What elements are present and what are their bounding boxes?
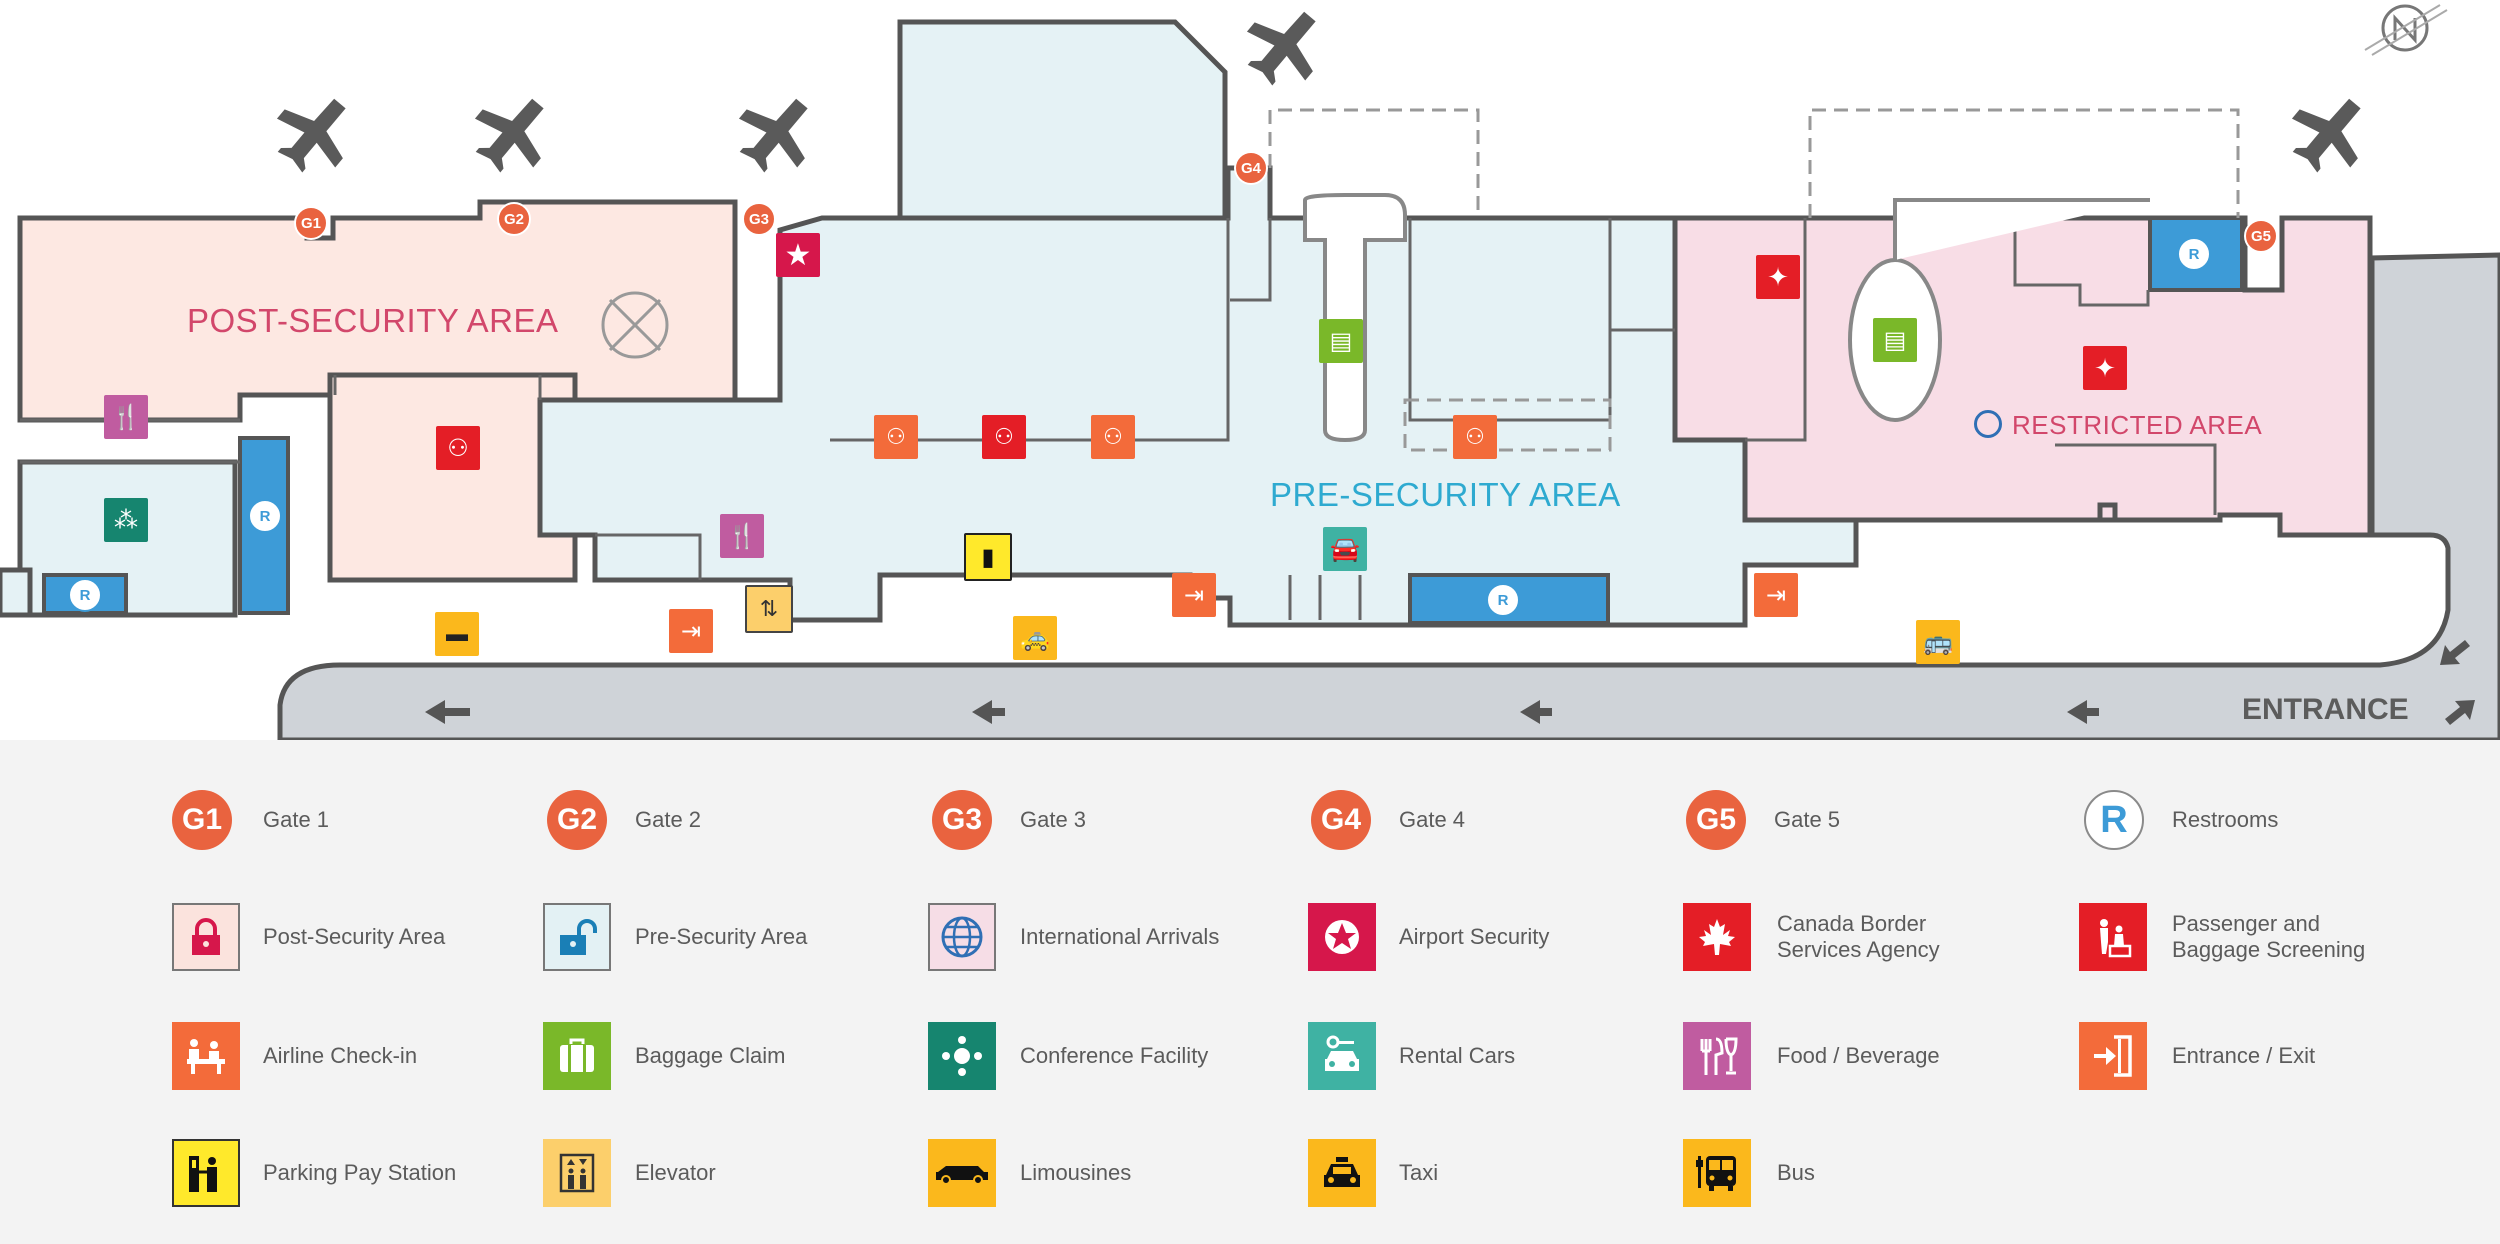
gate-5-badge[interactable]: G5 bbox=[2244, 219, 2278, 253]
legend-label: Gate 3 bbox=[1020, 807, 1087, 832]
star-badge-icon bbox=[1308, 903, 1376, 971]
gate-5-icon: G5 bbox=[1686, 790, 1746, 850]
legend-label: Gate 4 bbox=[1399, 807, 1466, 832]
restroom-marker[interactable]: R bbox=[248, 499, 282, 533]
gate-2-badge[interactable]: G2 bbox=[497, 202, 531, 236]
conference-icon bbox=[928, 1022, 996, 1090]
limousine-icon bbox=[928, 1139, 996, 1207]
elevator-map-icon[interactable]: ⇅ bbox=[745, 585, 793, 633]
legend-label: Airport Security bbox=[1399, 924, 1550, 949]
legend-label: Parking Pay Station bbox=[263, 1160, 457, 1185]
exit-map-icon[interactable]: ⇥ bbox=[669, 609, 713, 653]
legend-label: Airline Check-in bbox=[263, 1043, 418, 1068]
globe-icon bbox=[928, 903, 996, 971]
airport-security-map-icon[interactable]: ★ bbox=[776, 233, 820, 277]
screening-map-icon[interactable]: ⚇ bbox=[436, 426, 480, 470]
food-map-icon[interactable]: 🍴 bbox=[104, 395, 148, 439]
legend-label: Bus bbox=[1777, 1160, 1815, 1185]
post-security-lock-icon bbox=[172, 903, 240, 971]
entrance-label: ENTRANCE bbox=[2242, 693, 2409, 726]
legend-label: International Arrivals bbox=[1020, 924, 1220, 949]
restricted-zone bbox=[1672, 215, 2373, 538]
map-legend: G1 Gate 1 G2 Gate 2 G3 Gate 3 G4 Gate 4 … bbox=[0, 740, 2500, 1244]
cbsa-map-icon[interactable]: ✦ bbox=[2083, 346, 2127, 390]
pre-security-unlock-icon bbox=[543, 903, 611, 971]
legend-label: Passenger and Baggage Screening bbox=[2172, 911, 2366, 962]
legend-label: Baggage Claim bbox=[635, 1043, 786, 1068]
restrooms-icon: R bbox=[2084, 790, 2144, 850]
parking-pay-icon bbox=[172, 1139, 240, 1207]
emblem-cross bbox=[608, 298, 662, 352]
plane-icons bbox=[276, 11, 2361, 173]
legend-label: Canada Border Services Agency bbox=[1777, 911, 1940, 962]
post-security-zone bbox=[17, 199, 738, 583]
legend-label: Restrooms bbox=[2172, 807, 2279, 832]
restroom-marker[interactable]: R bbox=[68, 578, 102, 612]
legend-label: Food / Beverage bbox=[1777, 1043, 1940, 1068]
legend-label: Gate 5 bbox=[1774, 807, 1841, 832]
legend-label: Pre-Security Area bbox=[635, 924, 808, 949]
limousine-map-icon[interactable]: ▬ bbox=[435, 612, 479, 656]
bus-map-icon[interactable]: 🚌 bbox=[1916, 620, 1960, 664]
post-security-area-label: POST-SECURITY AREA bbox=[187, 302, 559, 339]
legend-label: Taxi bbox=[1399, 1160, 1439, 1185]
gate-2-icon: G2 bbox=[547, 790, 607, 850]
road-direction-arrows bbox=[425, 640, 2475, 725]
legend-label: Entrance / Exit bbox=[2172, 1043, 2316, 1068]
legend-label: Gate 1 bbox=[263, 807, 330, 832]
gate-3-icon: G3 bbox=[932, 790, 992, 850]
cbsa-map-icon[interactable]: ✦ bbox=[1756, 255, 1800, 299]
gate-4-badge[interactable]: G4 bbox=[1234, 151, 1268, 185]
bus-icon bbox=[1683, 1139, 1751, 1207]
restroom-marker[interactable]: R bbox=[1486, 583, 1520, 617]
food-icon bbox=[1683, 1022, 1751, 1090]
exit-map-icon[interactable]: ⇥ bbox=[1172, 573, 1216, 617]
legend-label: Conference Facility bbox=[1020, 1043, 1209, 1068]
check-in-map-icon[interactable]: ⚇ bbox=[1453, 415, 1497, 459]
check-in-icon bbox=[172, 1022, 240, 1090]
screening-icon bbox=[2079, 903, 2147, 971]
legend-label: Limousines bbox=[1020, 1160, 1132, 1185]
check-in-map-icon[interactable]: ⚇ bbox=[1091, 415, 1135, 459]
gate-3-badge[interactable]: G3 bbox=[742, 202, 776, 236]
exit-icon bbox=[2079, 1022, 2147, 1090]
rental-car-icon bbox=[1308, 1022, 1376, 1090]
gate-1-badge[interactable]: G1 bbox=[294, 206, 328, 240]
restricted-area-label: RESTRICTED AREA bbox=[2012, 410, 2263, 440]
baggage-icon bbox=[543, 1022, 611, 1090]
globe-icon bbox=[1974, 410, 2002, 438]
legend-label: Elevator bbox=[635, 1160, 716, 1185]
pre-security-area-label: PRE-SECURITY AREA bbox=[1270, 476, 1621, 513]
terminal-map: POST-SECURITY AREA PRE-SECURITY AREA RES… bbox=[0, 4, 2500, 743]
gate-1-icon: G1 bbox=[172, 790, 232, 850]
baggage-map-icon[interactable]: ▤ bbox=[1873, 318, 1917, 362]
check-in-map-icon[interactable]: ⚇ bbox=[874, 415, 918, 459]
restroom-marker[interactable]: R bbox=[2177, 237, 2211, 271]
taxi-icon bbox=[1308, 1139, 1376, 1207]
emblem-circle bbox=[601, 291, 669, 359]
access-road bbox=[277, 252, 2500, 743]
elevator-icon bbox=[543, 1139, 611, 1207]
compass-icon bbox=[2381, 4, 2429, 52]
exit-map-icon[interactable]: ⇥ bbox=[1754, 573, 1798, 617]
parking-pay-map-icon[interactable]: ▮ bbox=[964, 533, 1012, 581]
conference-map-icon[interactable]: ⁂ bbox=[104, 498, 148, 542]
maple-leaf-icon bbox=[1683, 903, 1751, 971]
screening-map-icon[interactable]: ⚇ bbox=[982, 415, 1026, 459]
baggage-map-icon[interactable]: ▤ bbox=[1319, 319, 1363, 363]
legend-label: Rental Cars bbox=[1399, 1043, 1516, 1068]
food-map-icon[interactable]: 🍴 bbox=[720, 514, 764, 558]
legend-label: Gate 2 bbox=[635, 807, 702, 832]
taxi-map-icon[interactable]: 🚕 bbox=[1013, 616, 1057, 660]
dashed-outlines bbox=[1268, 108, 2240, 452]
rental-car-map-icon[interactable]: 🚘 bbox=[1323, 527, 1367, 571]
gate-4-icon: G4 bbox=[1311, 790, 1371, 850]
legend-label: Post-Security Area bbox=[263, 924, 446, 949]
